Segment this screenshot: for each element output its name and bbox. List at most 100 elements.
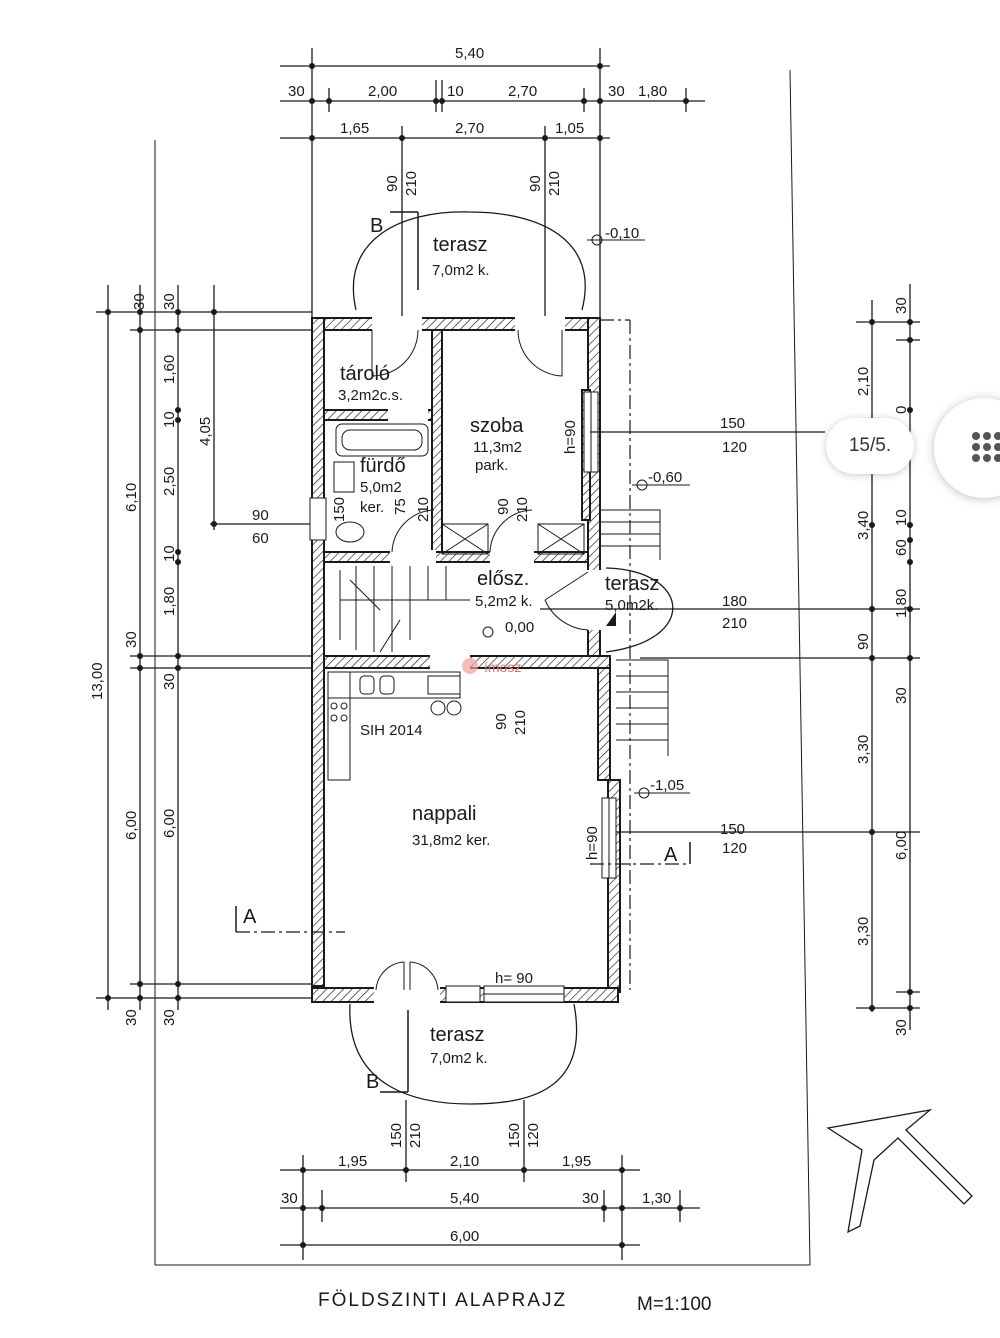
dim-top-opening-4: 210 (546, 171, 563, 196)
dim-left-i3: 10 (161, 411, 178, 428)
left-dimension-lines (96, 285, 312, 1010)
page-indicator-badge[interactable]: 15/5. (826, 418, 914, 474)
section-a-right-label: A (664, 844, 678, 866)
level-markers (482, 479, 690, 799)
sill-height-szoba: h=90 (562, 420, 579, 454)
external-stairs (600, 509, 669, 756)
dim-top-r2-5: 30 (608, 83, 625, 100)
dim-bottom-r1-3: 1,95 (562, 1153, 591, 1170)
interior-staircase (339, 566, 470, 653)
page-indicator-text: 15/5. (848, 435, 892, 456)
room-area-elosz: 5,2m2 k. (475, 593, 533, 610)
room-area-szoba: 11,3m2 (473, 439, 522, 456)
dim-kitchen-door-1: 90 (493, 713, 510, 730)
dim-right-2: 2,10 (855, 367, 872, 396)
room-name-szoba: szoba (470, 415, 524, 437)
dim-left-i7: 30 (123, 631, 140, 648)
section-b-bottom-marker (380, 1010, 409, 1093)
room-area-nappali: 31,8m2 ker. (412, 832, 490, 849)
watermark-logo-mark (462, 658, 478, 674)
dim-right-13: 30 (893, 1019, 910, 1036)
dim-top-r2-4: 2,70 (508, 83, 537, 100)
dim-szoba-door-2: 210 (514, 497, 531, 522)
dim-bottom-r2-2: 5,40 (450, 1190, 479, 1207)
dim-kitchen-door-2: 210 (512, 710, 529, 735)
section-b-bottom-label: B (366, 1071, 379, 1093)
bottom-dimension-lines (280, 1100, 700, 1260)
dim-right-window-szoba-w: 150 (720, 415, 745, 432)
dim-left-lower: 6,00 (123, 811, 140, 840)
windows (309, 391, 617, 1003)
dim-left-bottom-1: 30 (123, 1009, 140, 1026)
kitchen-fixtures (330, 675, 462, 722)
watermark-logo-text: ímosz (484, 659, 521, 675)
section-a-markers (235, 842, 691, 933)
dim-top-total: 5,40 (455, 45, 484, 62)
dim-right-11: 6,00 (893, 831, 910, 860)
dim-left-i5: 10 (161, 545, 178, 562)
sill-height-nappali: h=90 (584, 826, 601, 860)
room-name-terasz-bottom: terasz (430, 1024, 484, 1046)
dim-bottom-r1-2: 2,10 (450, 1153, 479, 1170)
heater-label: SIH 2014 (360, 722, 423, 739)
dim-left-i6: 1,80 (161, 587, 178, 616)
doors (371, 316, 602, 1004)
room-area-terasz-top: 7,0m2 k. (432, 262, 490, 279)
room-name-terasz-top: terasz (433, 234, 487, 256)
terrace-bottom (349, 1003, 578, 1105)
level-side-stair: -1,05 (650, 777, 684, 794)
section-b-top-label: B (370, 215, 383, 237)
dim-bottom-r2-4: 1,30 (642, 1190, 671, 1207)
dim-top-r2-6: 1,80 (638, 83, 667, 100)
dim-left-top-30: 30 (161, 293, 178, 310)
dim-right-4: 3,40 (855, 511, 872, 540)
dim-right-door-entrance-h: 210 (722, 615, 747, 632)
dim-right-8: 90 (855, 633, 872, 650)
level-marker-top (587, 234, 645, 246)
dim-bottom-opening-2: 210 (407, 1123, 424, 1148)
dim-bottom-r2-1: 30 (281, 1190, 298, 1207)
dim-left-i4: 2,50 (161, 467, 178, 496)
dim-bottom-opening-4: 120 (525, 1123, 542, 1148)
sill-height-bottom: h= 90 (495, 970, 533, 987)
dim-bottom-r1-1: 1,95 (338, 1153, 367, 1170)
dim-bottom-r3-1: 6,00 (450, 1228, 479, 1245)
dim-bottom-opening-1: 150 (388, 1123, 405, 1148)
dim-left-4-05: 4,05 (197, 417, 214, 446)
dim-left-i9: 30 (161, 673, 178, 690)
dim-left-window-h: 60 (252, 530, 269, 547)
dim-top-opening-3: 90 (527, 175, 544, 192)
room-name-terasz-side: terasz (605, 573, 659, 595)
north-arrow-icon (826, 1108, 973, 1234)
drawing-title: FÖLDSZINTI ALAPRAJZ (318, 1290, 567, 1311)
terrace-top (352, 211, 586, 311)
dim-left-bottom-2: 30 (161, 1009, 178, 1026)
room-floor-furdo: ker. (360, 499, 384, 516)
dim-szoba-door-1: 90 (495, 498, 512, 515)
dim-left-i1: 30 (131, 293, 148, 310)
dim-furdo-door-1: 150 (331, 497, 348, 522)
dim-top-r2-3: 10 (447, 83, 464, 100)
dim-top-r2-1: 30 (288, 83, 305, 100)
dim-top-opening-1: 90 (384, 175, 401, 192)
section-b-top-marker (390, 211, 419, 290)
dim-bottom-r2-3: 30 (582, 1190, 599, 1207)
right-dimension-lines (540, 284, 920, 1030)
bathroom-fixtures (333, 423, 429, 543)
shaft-boxes (441, 523, 585, 555)
dim-right-door-entrance-w: 180 (722, 593, 747, 610)
room-area-terasz-side: 5,0m2k. (605, 597, 658, 614)
level-terasz-top: -0,10 (605, 225, 639, 242)
dim-left-i2: 1,60 (161, 355, 178, 384)
dim-furdo-door-3: 210 (415, 497, 432, 522)
dim-top-r2-2: 2,00 (368, 83, 397, 100)
dim-right-7: 1,80 (893, 589, 910, 618)
dim-left-window-w: 90 (252, 507, 269, 524)
dim-right-12: 3,30 (855, 917, 872, 946)
level-elosz: 0,00 (505, 619, 534, 636)
dim-top-r3-3: 1,05 (555, 120, 584, 137)
apps-grid-icon (972, 432, 1000, 462)
room-name-elosz: elősz. (477, 568, 529, 590)
dim-right-10: 3,30 (855, 735, 872, 764)
